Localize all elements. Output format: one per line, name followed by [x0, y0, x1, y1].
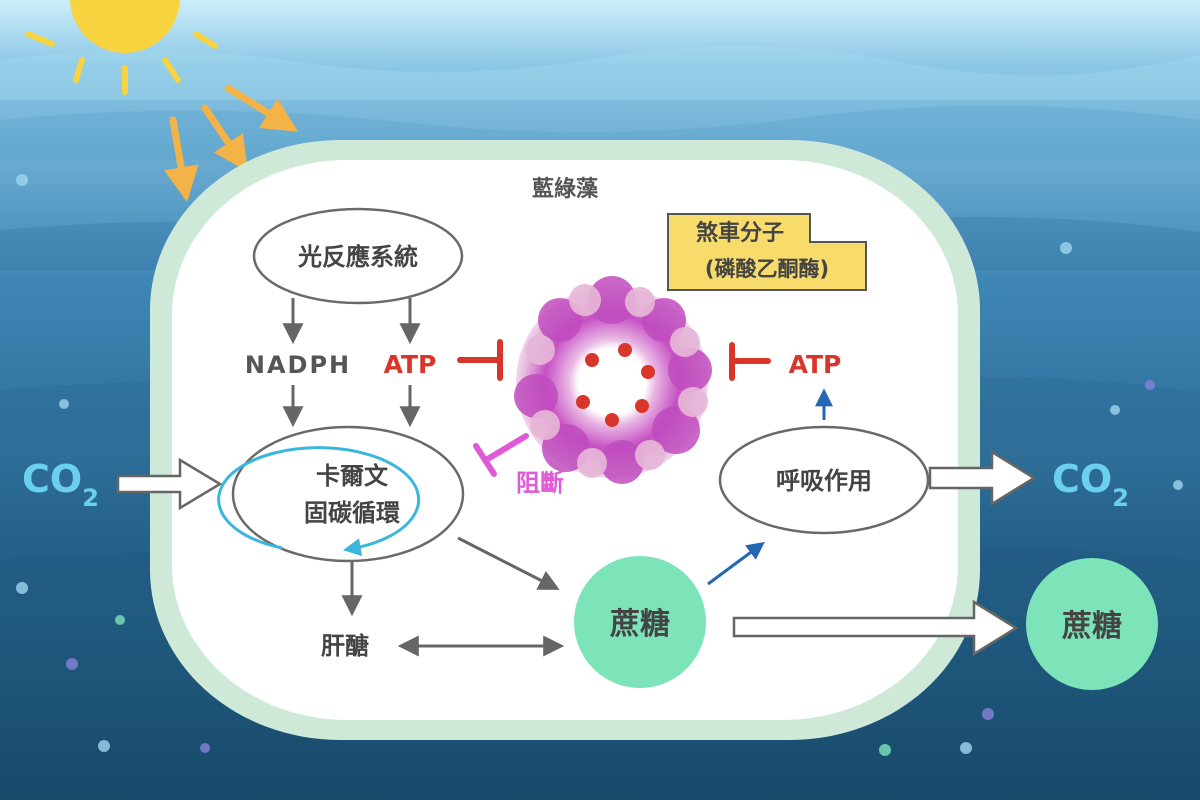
respiration-node	[718, 425, 930, 535]
co2-in-arrow	[116, 457, 223, 511]
co2-left-main: CO	[22, 457, 82, 501]
co2-out-arrow	[928, 449, 1037, 507]
co2-left-sub: 2	[82, 484, 99, 512]
nadph-label: NADPH	[245, 351, 351, 379]
sucrose-inside-label: 蔗糖	[610, 607, 670, 642]
atp-left-label: ATP	[384, 350, 437, 379]
photosystem-node	[252, 207, 464, 305]
photosystem-label: 光反應系統	[297, 243, 418, 271]
co2-right: CO2	[1052, 457, 1129, 512]
calvin-cycle-node	[231, 425, 465, 563]
brake-label-line1: 煞車分子	[696, 220, 784, 246]
block-label: 阻斷	[516, 469, 564, 497]
brake-label-line2: (磷酸乙酮酶)	[705, 257, 829, 281]
block-inhibition	[473, 433, 529, 477]
co2-left: CO2	[22, 457, 99, 512]
calvin-cycle-arrow	[217, 446, 421, 557]
sucrose-export-arrow	[732, 599, 1019, 657]
sunlight-arrows	[163, 84, 298, 202]
atp-inhibition-right	[729, 342, 771, 381]
water-particles	[16, 174, 1183, 756]
atp-right-label: ATP	[789, 350, 842, 379]
co2-right-sub: 2	[1112, 484, 1129, 512]
glycogen-label: 肝醣	[321, 632, 369, 660]
sun-icon	[25, 0, 218, 95]
calvin-label-line2: 固碳循環	[304, 499, 401, 527]
arrow-sucrose-to-respiration	[707, 541, 765, 586]
cell-title: 藍綠藻	[532, 176, 599, 202]
respiration-label: 呼吸作用	[776, 467, 872, 495]
calvin-label-line1: 卡爾文	[316, 462, 389, 490]
brake-enzyme-structure	[514, 276, 712, 484]
co2-right-main: CO	[1052, 457, 1112, 501]
sucrose-outside-label: 蔗糖	[1062, 609, 1122, 644]
sucrose-inside-node	[574, 556, 706, 688]
brake-label-box: 煞車分子 (磷酸乙酮酶)	[667, 213, 867, 291]
atp-inhibition-left	[457, 339, 503, 381]
sucrose-outside-node	[1026, 558, 1158, 690]
svg-text:CO2: CO2	[22, 457, 99, 512]
arrow-calvin-to-sucrose	[457, 536, 560, 590]
